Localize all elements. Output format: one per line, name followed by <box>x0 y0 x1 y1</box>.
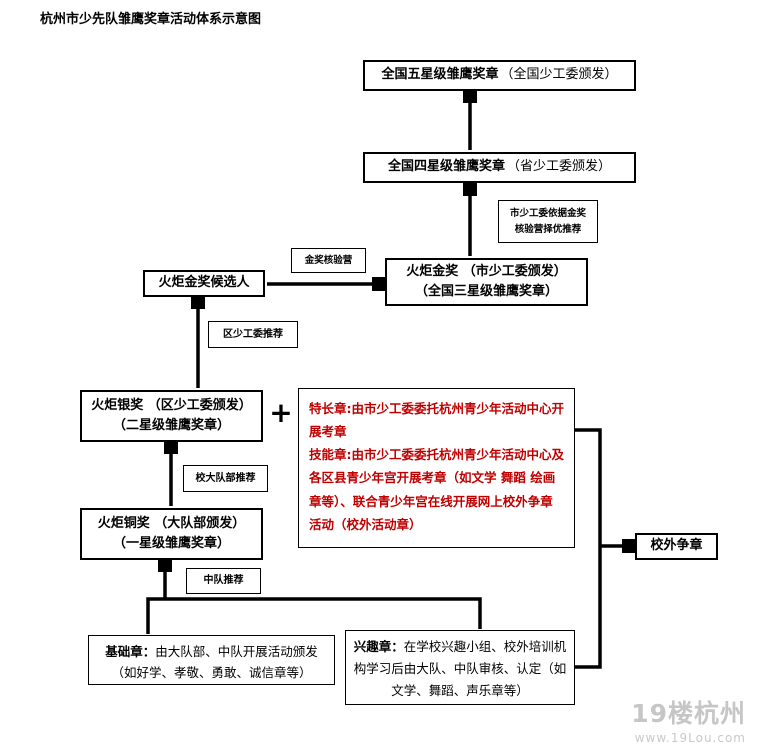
node-torch-gold-title: 火炬金奖 （市少工委颁发） <box>406 262 567 282</box>
gold-camp-label: 金奖核验营 <box>304 254 353 266</box>
torch-bronze-issuer: （大队部颁发） <box>154 515 246 531</box>
node-torch-gold: 火炬金奖 （市少工委颁发） （全国三星级雏鹰奖章） <box>385 258 588 306</box>
watermark: 19楼杭州 www.19Lou.com <box>631 694 746 745</box>
skill-badge-label: 技能章: <box>309 447 352 463</box>
torch-gold-subtitle: （全国三星级雏鹰奖章） <box>414 284 558 299</box>
outside-school-badge-label: 校外争章 <box>650 538 703 554</box>
skill-badge-text: 由市少工委委托杭州青少年活动中心及各区县青少年宫开展考章（如文学 舞蹈 绘画章等… <box>309 447 565 532</box>
connector-special-to-outside <box>575 428 602 546</box>
special-badge-item: 特长章:由市少工委委托杭州青少年活动中心开展考章 <box>309 397 564 443</box>
node-torch-bronze: 火炬铜奖 （大队部颁发） （一星级雏鹰奖章） <box>80 508 263 560</box>
gold-candidate-label: 火炬金奖候选人 <box>158 275 250 291</box>
interest-badge-label: 兴趣章： <box>353 639 404 654</box>
skill-badge-item: 技能章:由市少工委委托杭州青少年活动中心及各区县青少年宫开展考章（如文学 舞蹈 … <box>309 443 564 536</box>
watermark-url: www.19Lou.com <box>634 731 746 745</box>
torch-silver-main: 火炬银奖 <box>91 397 144 413</box>
connector-interest-to-outside <box>575 546 602 669</box>
note-city-line1: 市少工委依据金奖 <box>509 208 586 220</box>
connector-basic-interest <box>146 597 482 634</box>
node-national-five-star: 全国五星级雏鹰奖章 （全国少工委颁发） <box>363 60 636 91</box>
node-outside-school-badge: 校外争章 <box>635 533 718 560</box>
node-national-five-star-title: 全国五星级雏鹰奖章 <box>381 67 499 83</box>
school-brigade-recommendation-label: 校大队部推荐 <box>195 472 256 484</box>
district-recommendation-label: 区少工委推荐 <box>223 328 283 340</box>
note-city-committee-recommendation: 市少工委依据金奖 核验营择优推荐 <box>498 200 598 243</box>
node-national-four-star: 全国四星级雏鹰奖章 （省少工委颁发） <box>363 152 636 183</box>
node-torch-bronze-title: 火炬铜奖 （大队部颁发） <box>98 514 246 534</box>
special-badge-label: 特长章: <box>309 401 352 416</box>
node-torch-silver-title: 火炬银奖 （区少工委颁发） <box>91 396 252 416</box>
node-special-and-skill-badges: 特长章:由市少工委委托杭州青少年活动中心开展考章 技能章:由市少工委委托杭州青少… <box>298 388 575 548</box>
note-gold-verification-camp: 金奖核验营 <box>291 248 366 273</box>
page-title: 杭州市少先队雏鹰奖章活动体系示意图 <box>40 12 262 27</box>
node-national-four-star-issuer: （省少工委颁发） <box>507 159 612 175</box>
note-squad-recommendation: 中队推荐 <box>186 568 261 594</box>
squad-recommendation-label: 中队推荐 <box>203 575 244 587</box>
note-district-recommendation: 区少工委推荐 <box>208 321 298 348</box>
node-torch-silver: 火炬银奖 （区少工委颁发） （二星级雏鹰奖章） <box>80 390 263 442</box>
torch-bronze-subtitle: （一星级雏鹰奖章） <box>112 536 230 551</box>
plus-sign: + <box>269 396 293 429</box>
node-national-five-star-issuer: （全国少工委颁发） <box>500 67 618 83</box>
special-badge-text: 由市少工委委托杭州青少年活动中心开展考章 <box>309 401 565 440</box>
note-city-line2: 核验营择优推荐 <box>514 223 582 235</box>
basic-badge-text: 由大队部、中队开展活动颁发（如好学、孝敬、勇敢、诚信章等） <box>111 644 318 681</box>
torch-bronze-main: 火炬铜奖 <box>97 515 150 531</box>
note-school-brigade-recommendation: 校大队部推荐 <box>183 465 268 492</box>
basic-badge-label: 基础章： <box>105 644 156 659</box>
torch-gold-main: 火炬金奖 <box>406 263 459 279</box>
node-interest-badge: 兴趣章：在学校兴趣小组、校外培训机构学习后由大队、中队审核、认定（如文学、舞蹈、… <box>345 630 575 705</box>
interest-badge-text: 在学校兴趣小组、校外培训机构学习后由大队、中队审核、认定（如文学、舞蹈、声乐章等… <box>353 639 567 698</box>
torch-silver-subtitle: （二星级雏鹰奖章） <box>112 418 230 433</box>
torch-gold-issuer: （市少工委颁发） <box>462 263 567 279</box>
node-national-four-star-title: 全国四星级雏鹰奖章 <box>387 159 505 175</box>
node-basic-badge: 基础章：由大队部、中队开展活动颁发（如好学、孝敬、勇敢、诚信章等） <box>88 635 335 685</box>
watermark-logo: 19楼杭州 <box>631 699 746 728</box>
node-gold-candidate: 火炬金奖候选人 <box>143 270 265 297</box>
torch-silver-issuer: （区少工委颁发） <box>147 397 252 413</box>
